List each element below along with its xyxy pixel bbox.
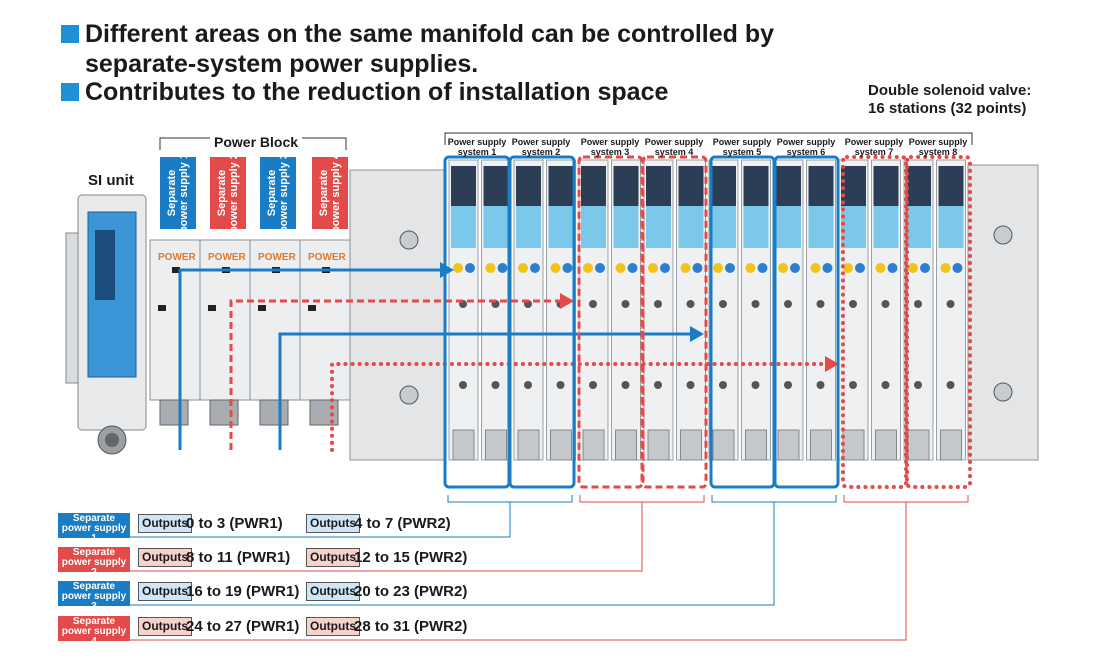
heading-line-2: separate-system power supplies. [85, 50, 479, 78]
legend-range-3a: 16 to 19 (PWR1) [186, 583, 300, 600]
power-label-2: POWER [208, 252, 246, 263]
legend-range-2a: 8 to 11 (PWR1) [186, 549, 291, 566]
legend-range-3b: 20 to 23 (PWR2) [354, 583, 468, 600]
power-block-label: Power Block [210, 134, 303, 150]
legend-outputs-3a: Outputs [138, 582, 192, 601]
legend-range-1b: 4 to 7 (PWR2) [354, 515, 451, 532]
power-label-4: POWER [308, 252, 346, 263]
power-label-3: POWER [258, 252, 296, 263]
legend-outputs-4a: Outputs [138, 617, 192, 636]
legend-range-1a: 0 to 3 (PWR1) [186, 515, 283, 532]
legend-outputs-4b: Outputs [306, 617, 360, 636]
heading-bullet-1 [61, 25, 79, 43]
legend-outputs-1a: Outputs [138, 514, 192, 533]
legend-range-4a: 24 to 27 (PWR1) [186, 618, 300, 635]
double-solenoid-label-1: Double solenoid valve: [868, 82, 1032, 99]
legend-outputs-3b: Outputs [306, 582, 360, 601]
si-unit-label: SI unit [88, 172, 134, 189]
heading-bullet-2 [61, 83, 79, 101]
legend-outputs-2b: Outputs [306, 548, 360, 567]
heading-line-3: Contributes to the reduction of installa… [85, 78, 669, 106]
legend-outputs-2a: Outputs [138, 548, 192, 567]
heading-line-1: Different areas on the same manifold can… [85, 20, 775, 48]
legend-range-2b: 12 to 15 (PWR2) [354, 549, 468, 566]
double-solenoid-label-2: 16 stations (32 points) [868, 100, 1027, 117]
legend-outputs-1b: Outputs [306, 514, 360, 533]
power-label-1: POWER [158, 252, 196, 263]
legend-range-4b: 28 to 31 (PWR2) [354, 618, 468, 635]
